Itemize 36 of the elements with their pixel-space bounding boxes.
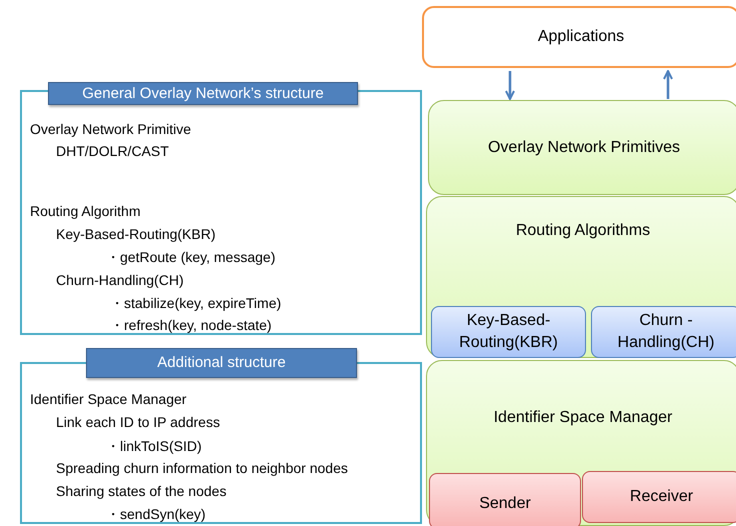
layer-label: Receiver — [630, 487, 694, 507]
panel-text: Identifier Space Manager — [30, 390, 186, 408]
panel-text: Sharing states of the nodes — [56, 482, 226, 500]
layer-label: Churn - Handling(CH) — [616, 311, 716, 353]
panel-text: Overlay Network Primitive — [30, 120, 192, 138]
module-box — [582, 471, 736, 523]
layer-box — [422, 6, 736, 68]
module-box — [591, 306, 736, 358]
panel-text: ・getRoute (key, message) — [106, 248, 276, 266]
module-box — [429, 473, 581, 526]
layer-box — [428, 100, 736, 195]
layer-label: Overlay Network Primitives — [488, 138, 680, 158]
heading-tab — [86, 348, 357, 378]
panel-text: ・sendSyn(key) — [106, 505, 206, 523]
layer-label: Sender — [479, 494, 531, 514]
layer-box — [426, 196, 736, 358]
panel-text: ・refresh(key, node-state) — [110, 316, 272, 334]
module-box — [431, 306, 586, 358]
panel-text: DHT/DOLR/CAST — [56, 142, 169, 160]
layer-label: Applications — [538, 27, 624, 47]
layer-label: Additional structure — [157, 353, 286, 373]
panel-text: Routing Algorithm — [30, 202, 141, 220]
arrow — [663, 70, 673, 99]
arrow — [505, 71, 515, 100]
layer-label: General Overlay Network’s structure — [82, 84, 324, 104]
panel-text: Link each ID to IP address — [56, 413, 220, 431]
layer-label: Key-Based- Routing(KBR) — [458, 311, 559, 353]
panel-text: ・linkToIS(SID) — [106, 437, 202, 455]
panel-text: Key-Based-Routing(KBR) — [56, 225, 216, 243]
layer-label: Routing Algorithms — [516, 221, 650, 241]
heading-tab — [48, 82, 358, 105]
panel-text: Spreading churn information to neighbor nodes — [56, 459, 348, 477]
panel-text: ・stabilize(key, expireTime) — [110, 294, 282, 312]
layer-box — [426, 360, 736, 526]
layer-label: Identifier Space Manager — [494, 408, 672, 428]
panel-text: Churn-Handling(CH) — [56, 271, 184, 289]
